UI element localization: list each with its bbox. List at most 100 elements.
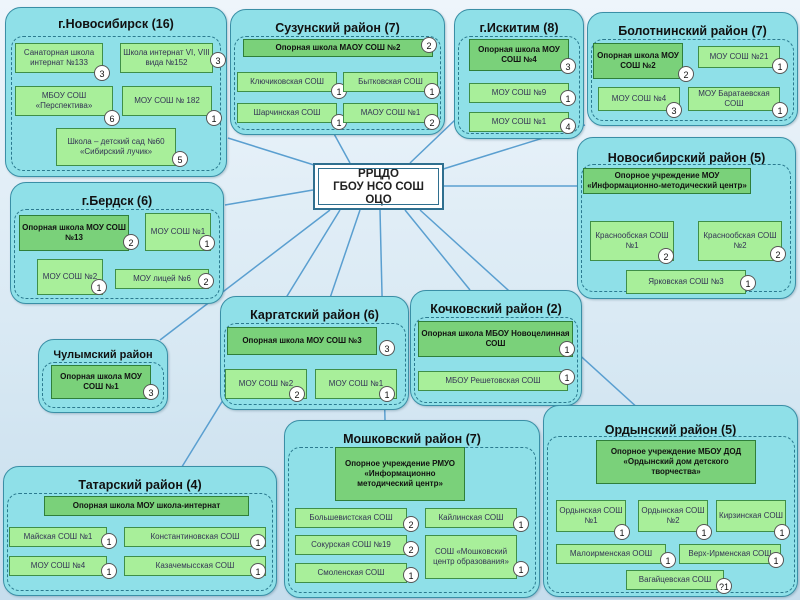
count-badge: 1 — [91, 279, 107, 295]
school-box: МОУ СОШ №1 — [469, 112, 569, 132]
base-school-box: Опорное учреждение МОУ «Информационно-ме… — [583, 168, 751, 194]
count-badge: 3 — [143, 384, 159, 400]
school-box: Школа – детский сад №60 «Сибирский лучик… — [56, 128, 176, 166]
count-badge: 2 — [678, 66, 694, 82]
region-chulym: Чулымский район Опорная школа МОУ СОШ №1… — [38, 339, 168, 413]
base-school-box: Опорное учреждение РМУО «Информационно м… — [335, 447, 465, 501]
center-line2: ГБОУ НСО СОШ — [333, 181, 424, 193]
count-badge: 1 — [614, 524, 630, 540]
school-box: Ключиковская СОШ — [237, 72, 337, 92]
base-school-box: Опорная школа МОУ СОШ №2 — [593, 43, 683, 79]
region-title: Татарский район (4) — [78, 478, 202, 492]
region-kochki: Кочковский район (2) Опорная школа МБОУ … — [410, 290, 582, 406]
center-line1: РРЦДО — [358, 168, 399, 180]
school-box: МОУ СОШ №4 — [9, 556, 107, 576]
school-box: Майская СОШ №1 — [9, 527, 107, 547]
count-badge: 1 — [250, 534, 266, 550]
count-badge: 1 — [513, 561, 529, 577]
count-badge: ?1 — [716, 578, 732, 594]
base-school-box: Опорная школа МОУ СОШ №4 — [469, 39, 569, 71]
base-school-box: Опорная школа МАОУ СОШ №2 — [243, 39, 433, 57]
base-school-box: Опорная школа МОУ СОШ №13 — [19, 215, 129, 251]
school-box: Смоленская СОШ — [295, 563, 407, 583]
count-badge: 1 — [768, 552, 784, 568]
school-box: МБОУ Решетовская СОШ — [418, 371, 568, 391]
count-badge: 1 — [206, 110, 222, 126]
count-badge: 5 — [172, 151, 188, 167]
school-box: МАОУ СОШ №1 — [343, 103, 438, 123]
count-badge: 2 — [658, 248, 674, 264]
school-box: МОУ СОШ № 182 — [122, 86, 212, 116]
count-badge: 2 — [403, 516, 419, 532]
school-box: МБОУ СОШ «Перспектива» — [15, 86, 113, 116]
school-box: Сокурская СОШ №19 — [295, 535, 407, 555]
school-box: Большевистская СОШ — [295, 508, 407, 528]
center-node: РРЦДО ГБОУ НСО СОШ ОЦО — [313, 163, 444, 210]
count-badge: 3 — [379, 340, 395, 356]
count-badge: 1 — [199, 235, 215, 251]
region-title: Болотнинский район (7) — [618, 24, 767, 38]
school-box: МОУ СОШ №9 — [469, 83, 569, 103]
school-box: СОШ «Мошковский центр образования» — [425, 535, 517, 579]
count-badge: 6 — [104, 110, 120, 126]
region-title: г.Искитим (8) — [479, 21, 559, 35]
school-box: Кайлинская СОШ — [425, 508, 517, 528]
school-box: Ярковская СОШ №3 — [626, 270, 746, 294]
region-ordynsk: Ордынский район (5) Опорное учреждение М… — [543, 405, 798, 597]
count-badge: 2 — [123, 234, 139, 250]
region-novosibirsk-district: Новосибирский район (5) Опорное учрежден… — [577, 137, 796, 299]
base-school-box: Опорная школа МОУ школа-интернат — [44, 496, 249, 516]
school-box: Школа интернат VI, VIII вида №152 — [120, 43, 213, 73]
region-title: Чулымский район — [53, 349, 153, 361]
region-title: Кочковский район (2) — [430, 302, 562, 316]
school-box: МОУ лицей №6 — [115, 269, 209, 289]
count-badge: 1 — [559, 341, 575, 357]
region-tatarsk: Татарский район (4) Опорная школа МОУ шк… — [3, 466, 277, 596]
school-box: Вагайцевская СОШ — [626, 570, 724, 590]
count-badge: 1 — [560, 90, 576, 106]
count-badge: 2 — [421, 37, 437, 53]
count-badge: 1 — [772, 102, 788, 118]
region-title: Новосибирский район (5) — [607, 151, 766, 165]
count-badge: 3 — [210, 52, 226, 68]
region-title: Мошковский район (7) — [343, 432, 481, 446]
count-badge: 1 — [424, 83, 440, 99]
base-school-box: Опорное учреждение МБОУ ДОД «Ордынский д… — [596, 440, 756, 484]
school-box: Санаторная школа интернат №133 — [15, 43, 103, 73]
base-school-box: Опорная школа МОУ СОШ №3 — [227, 327, 377, 355]
count-badge: 1 — [101, 563, 117, 579]
region-title: Сузунский район (7) — [275, 21, 400, 35]
school-box: МОУ СОШ №21 — [698, 46, 780, 68]
count-badge: 3 — [560, 58, 576, 74]
school-box: Бытковская СОШ — [343, 72, 438, 92]
count-badge: 1 — [660, 552, 676, 568]
school-box: МОУ Баратаевская СОШ — [688, 87, 780, 111]
region-moshkovo: Мошковский район (7) Опорное учреждение … — [284, 420, 540, 598]
count-badge: 1 — [559, 369, 575, 385]
region-suzun: Сузунский район (7) Опорная школа МАОУ С… — [230, 9, 445, 135]
region-title: Каргатский район (6) — [250, 308, 379, 322]
count-badge: 3 — [666, 102, 682, 118]
count-badge: 1 — [250, 563, 266, 579]
count-badge: 4 — [560, 118, 576, 134]
count-badge: 1 — [101, 533, 117, 549]
school-box: Малоирменская ООШ — [556, 544, 666, 564]
count-badge: 1 — [772, 58, 788, 74]
count-badge: 1 — [696, 524, 712, 540]
region-iskitim: г.Искитим (8) Опорная школа МОУ СОШ №4 3… — [454, 9, 584, 139]
count-badge: 1 — [740, 275, 756, 291]
count-badge: 2 — [289, 386, 305, 402]
base-school-box: Опорная школа МБОУ Новоцелинная СОШ — [418, 321, 573, 357]
count-badge: 3 — [94, 65, 110, 81]
count-badge: 1 — [774, 524, 790, 540]
region-bolotnoe: Болотнинский район (7) Опорная школа МОУ… — [587, 12, 798, 126]
base-school-box: Опорная школа МОУ СОШ №1 — [51, 365, 151, 399]
school-box: Шарчинская СОШ — [237, 103, 337, 123]
school-box: Краснообская СОШ №2 — [698, 221, 782, 261]
count-badge: 1 — [403, 567, 419, 583]
region-title: г.Новосибирск (16) — [58, 17, 174, 31]
center-line3: ОЦО — [365, 194, 392, 206]
region-novosibirsk-city: г.Новосибирск (16) Санаторная школа инте… — [5, 7, 227, 177]
region-berdsk: г.Бердск (6) Опорная школа МОУ СОШ №13 2… — [10, 182, 224, 304]
